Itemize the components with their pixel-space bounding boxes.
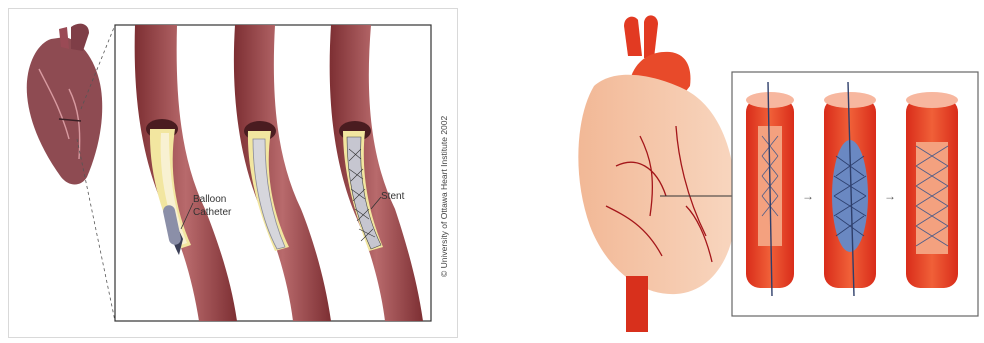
- arrow-1: →: [802, 189, 814, 203]
- right-figure: → →: [566, 6, 982, 340]
- heart-thumbnail: [27, 24, 102, 185]
- balloon-label: Balloon: [193, 194, 226, 205]
- copyright-text: © University of Ottawa Heart Institute 2…: [439, 116, 449, 277]
- left-figure: Balloon Catheter Stent © University of O…: [8, 8, 458, 338]
- vessel-stage-stent-placed: [906, 92, 958, 288]
- vessel-stage-catheter: [746, 82, 794, 296]
- vessel-stage-balloon: [824, 82, 876, 296]
- angioplasty-illustration: Balloon Catheter Stent © University of O…: [9, 9, 457, 337]
- catheter-label: Catheter: [193, 207, 232, 218]
- stent-placement-illustration: → →: [566, 6, 982, 340]
- heart-diagram: [578, 15, 736, 332]
- arrow-2: →: [884, 189, 896, 203]
- stent-label: Stent: [381, 191, 405, 202]
